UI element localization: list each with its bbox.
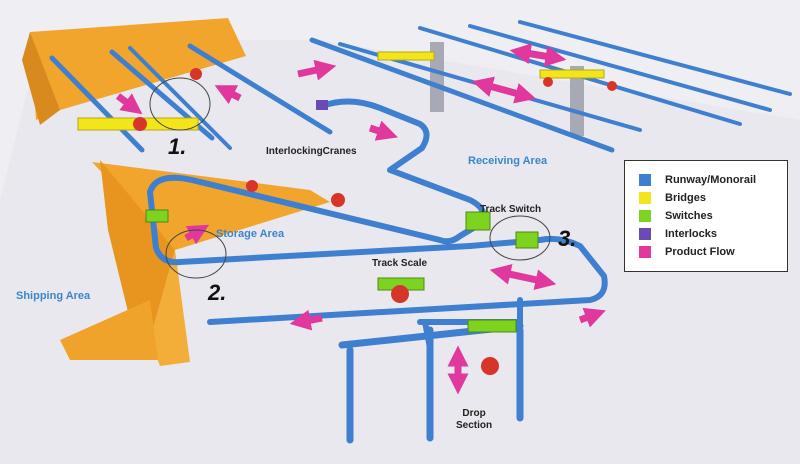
label-interlocking-cranes: InterlockingCranes [266, 146, 357, 157]
label-shipping-area: Shipping Area [16, 290, 91, 302]
legend-swatch [639, 228, 651, 240]
legend-item-runway: Runway/Monorail [639, 171, 787, 189]
legend-label: Interlocks [665, 228, 717, 240]
label-receiving-area: Receiving Area [468, 155, 548, 167]
legend: Runway/Monorail Bridges Switches Interlo… [624, 160, 788, 272]
label-track-scale: Track Scale [372, 258, 428, 269]
interlocks [316, 100, 328, 110]
legend-item-bridges: Bridges [639, 189, 787, 207]
legend-swatch [639, 246, 651, 258]
legend-label: Product Flow [665, 246, 735, 258]
label-storage-area: Storage Area [216, 228, 285, 240]
legend-item-switches: Switches [639, 207, 787, 225]
label-track-switch: Track Switch [480, 204, 542, 215]
label-drop-section: Drop Section [456, 408, 493, 431]
product-flow-arrows [115, 43, 606, 395]
legend-swatch [639, 210, 651, 222]
track-switches [145, 209, 539, 333]
legend-label: Runway/Monorail [665, 174, 757, 186]
callout-circles [149, 77, 551, 279]
legend-swatch [639, 174, 651, 186]
legend-item-product-flow: Product Flow [639, 243, 787, 261]
callout-number-1: 1. [168, 134, 187, 159]
legend-item-interlocks: Interlocks [639, 225, 787, 243]
legend-label: Switches [665, 210, 713, 222]
legend-label: Bridges [665, 192, 706, 204]
legend-swatch [639, 192, 651, 204]
hoists [133, 68, 617, 375]
callout-number-2: 2. [208, 280, 227, 305]
callout-number-3: 3. [558, 226, 577, 251]
